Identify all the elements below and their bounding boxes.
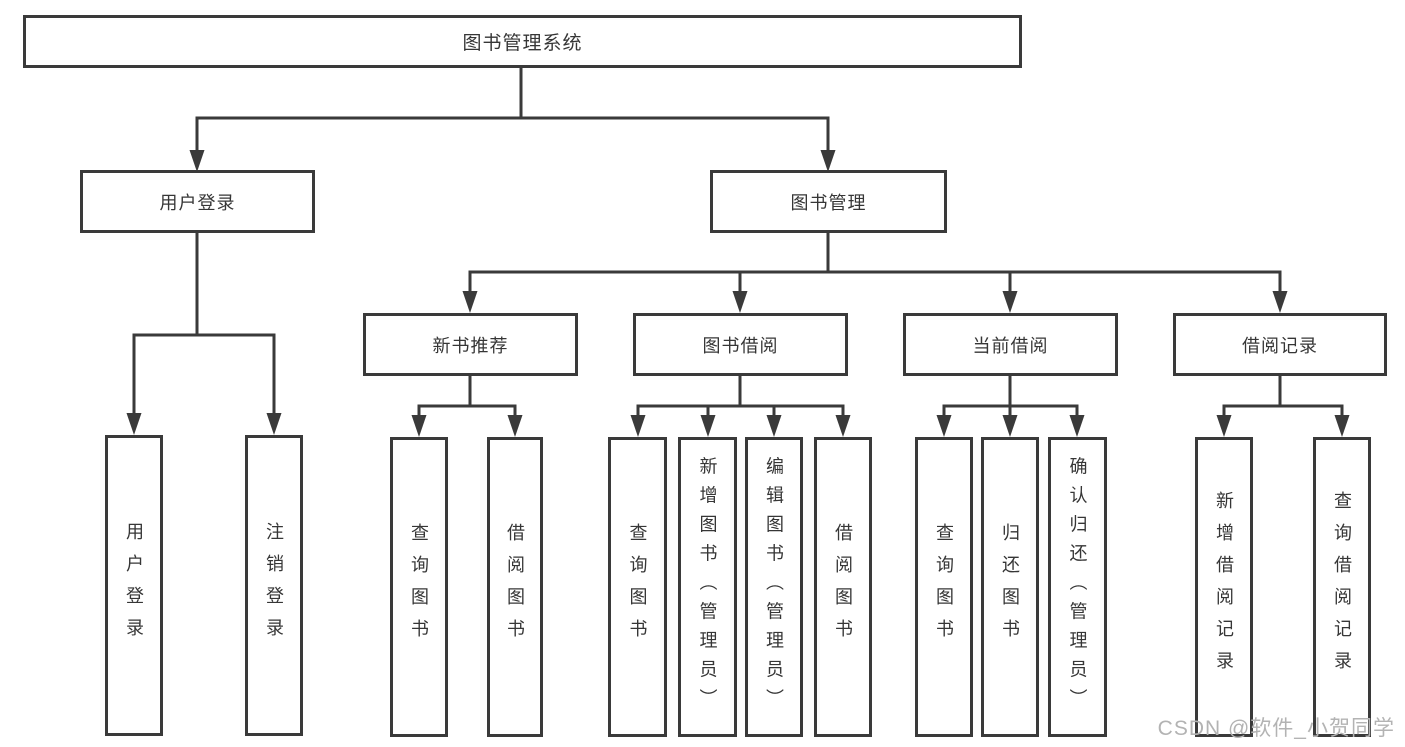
leaf-user-login: 用户登录 [105,435,163,736]
node-root-library-system: 图书管理系统 [23,15,1022,68]
leaf-borrow-books-recommend: 借阅图书 [487,437,543,737]
leaf-borrow-books-label: 借阅图书 [833,523,853,651]
leaf-return-books: 归还图书 [981,437,1039,737]
node-book-borrow: 图书借阅 [633,313,848,376]
node-new-book-recommend: 新书推荐 [363,313,578,376]
csdn-watermark: CSDN @软件_小贺同学 [1157,717,1395,740]
leaf-add-books-admin-label: 新增图书（管理员） [697,456,718,718]
leaf-logout-label: 注销登录 [264,521,284,650]
leaf-query-books-recommend-label: 查询图书 [409,523,429,651]
leaf-confirm-return-admin: 确认归还（管理员） [1048,437,1107,737]
leaf-borrow-books: 借阅图书 [814,437,872,737]
node-book-management: 图书管理 [710,170,947,233]
leaf-add-borrow-record-label: 新增借阅记录 [1214,491,1234,683]
leaf-query-books-current-label: 查询图书 [934,523,954,651]
leaf-logout: 注销登录 [245,435,303,736]
leaf-return-books-label: 归还图书 [1000,523,1020,651]
leaf-query-books-borrow: 查询图书 [608,437,667,737]
leaf-confirm-return-admin-label: 确认归还（管理员） [1067,456,1088,718]
node-current-borrow: 当前借阅 [903,313,1118,376]
leaf-user-login-label: 用户登录 [124,521,144,650]
node-borrow-records: 借阅记录 [1173,313,1387,376]
leaf-query-books-current: 查询图书 [915,437,973,737]
leaf-borrow-books-recommend-label: 借阅图书 [505,523,525,651]
leaf-add-books-admin: 新增图书（管理员） [678,437,737,737]
leaf-edit-books-admin-label: 编辑图书（管理员） [764,456,784,718]
leaf-query-borrow-record: 查询借阅记录 [1313,437,1371,737]
leaf-edit-books-admin: 编辑图书（管理员） [745,437,803,737]
node-user-login: 用户登录 [80,170,315,233]
leaf-query-books-borrow-label: 查询图书 [627,523,648,651]
leaf-add-borrow-record: 新增借阅记录 [1195,437,1253,737]
leaf-query-borrow-record-label: 查询借阅记录 [1332,491,1352,683]
leaf-query-books-recommend: 查询图书 [390,437,448,737]
